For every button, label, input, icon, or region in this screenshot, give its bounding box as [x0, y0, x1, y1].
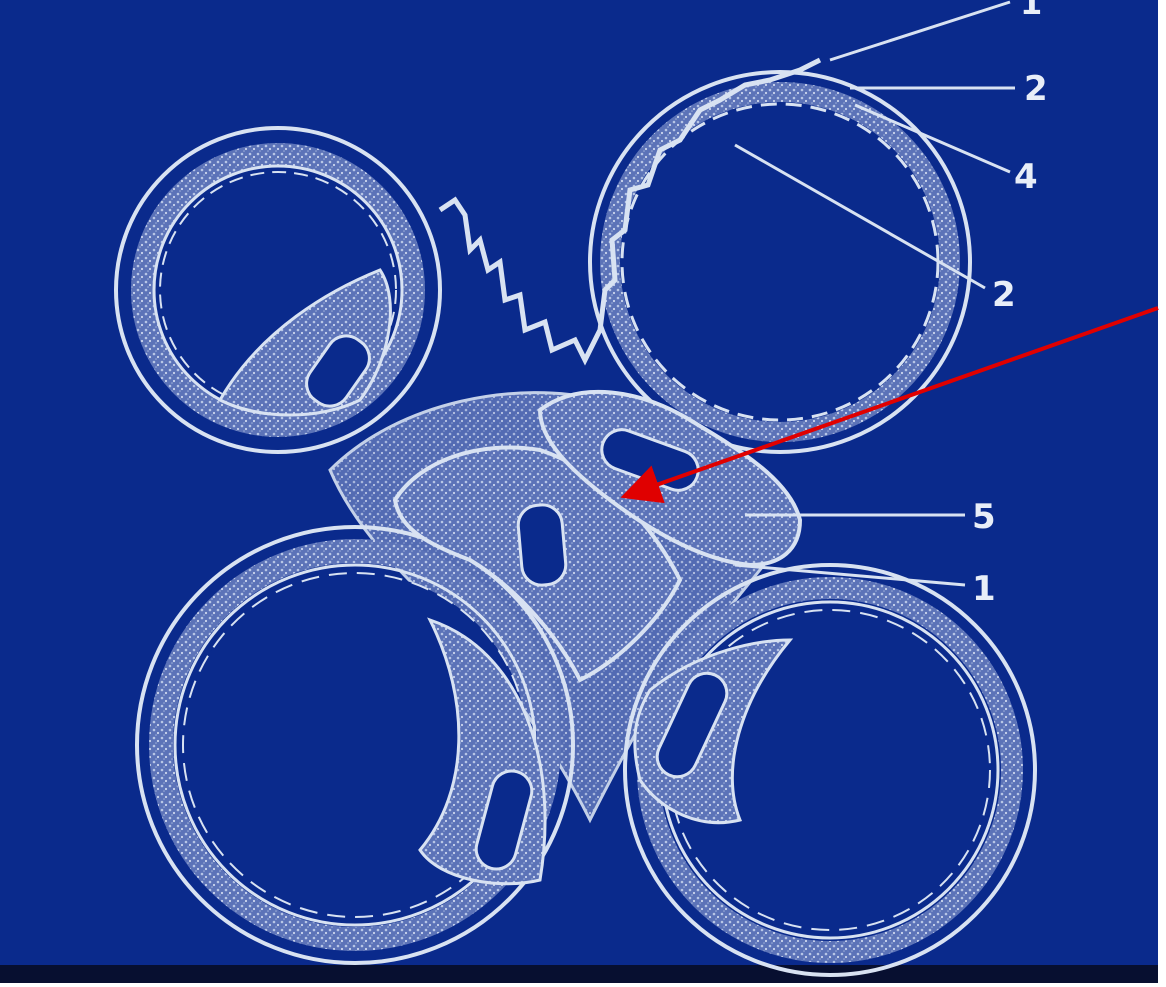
label-5: 5 [972, 497, 996, 537]
ring-top-left [116, 128, 440, 452]
label-1-lower: 1 [972, 569, 996, 609]
label-2-lower: 2 [992, 275, 1016, 315]
bottom-dark-strip [0, 965, 1158, 983]
label-4: 4 [1014, 157, 1038, 197]
label-2-top: 2 [1024, 69, 1048, 109]
right-white-strip [1158, 0, 1166, 983]
lumen-central-left [517, 503, 568, 587]
label-1: 1 [1020, 0, 1042, 22]
